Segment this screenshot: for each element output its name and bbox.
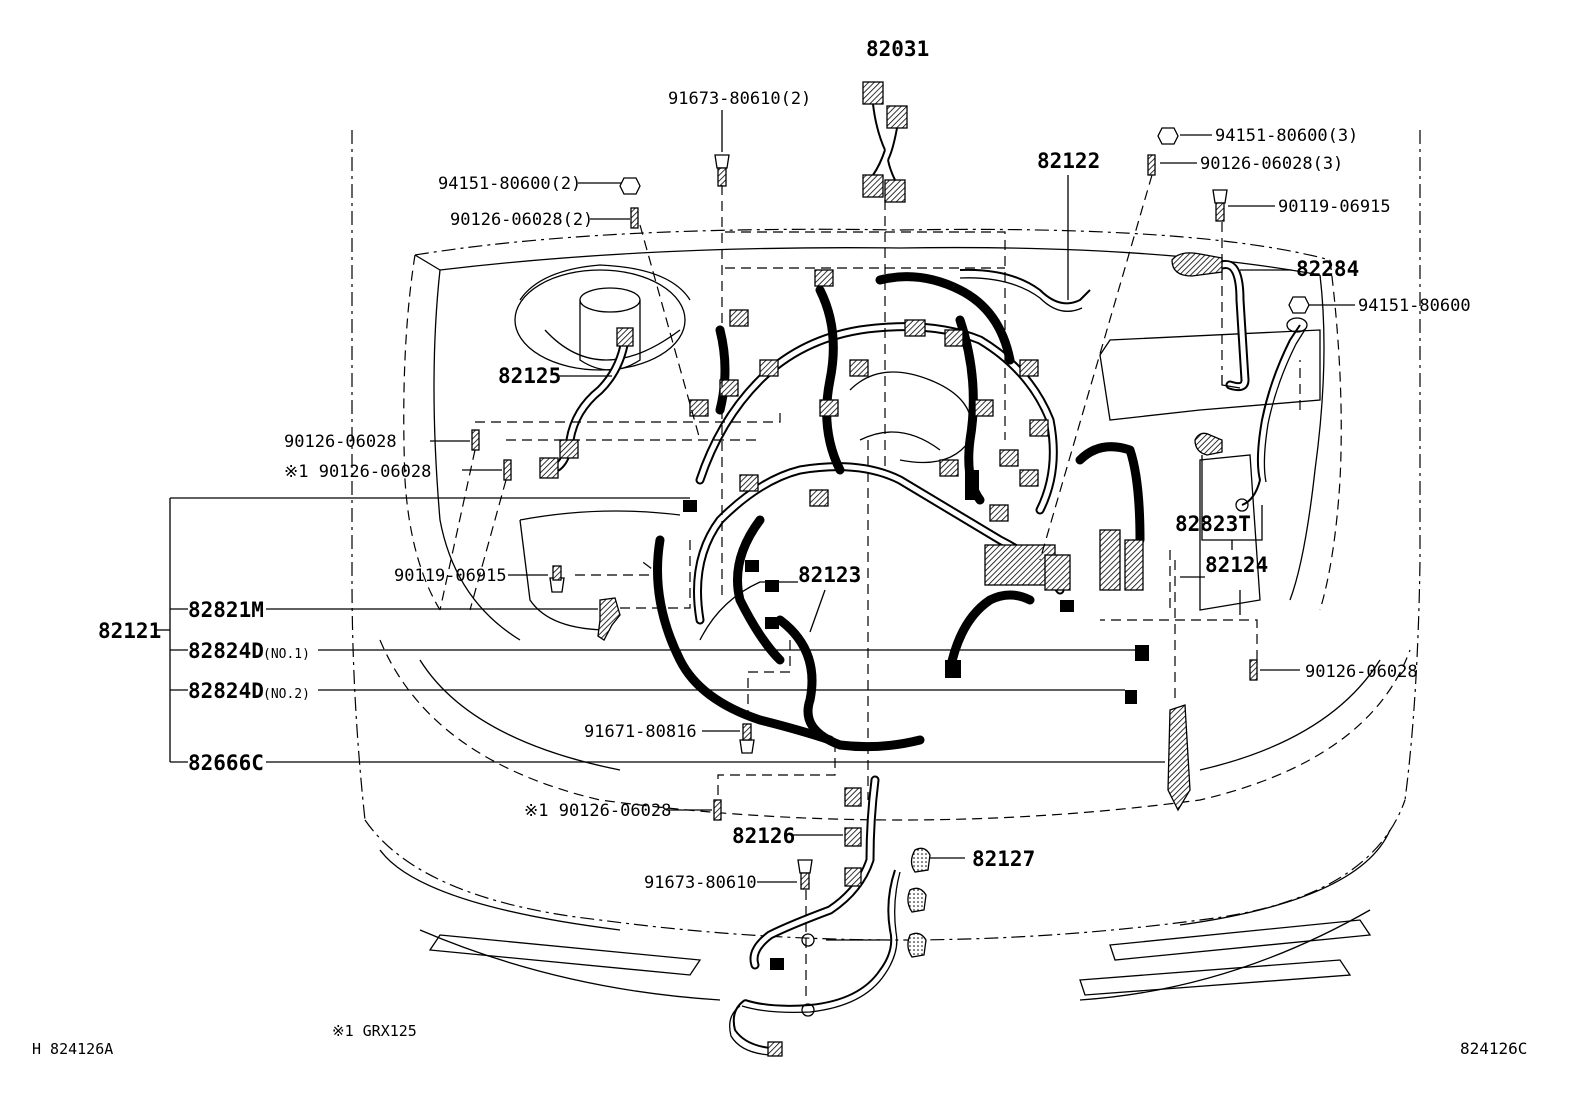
stud-icon bbox=[503, 459, 512, 481]
bolt-icon bbox=[1212, 189, 1228, 222]
bolt-icon bbox=[739, 723, 755, 754]
part-labels: 82031 91673-80610(2) 94151-80600(3) 9012… bbox=[98, 37, 1471, 893]
nut-icon bbox=[1288, 296, 1310, 314]
label-90126-06028-grx-lower: ※1 90126-06028 bbox=[524, 801, 671, 821]
label-91673-80610: 91673-80610 bbox=[644, 873, 757, 893]
stud-icon bbox=[713, 799, 722, 821]
reference-lines bbox=[439, 174, 1301, 1000]
label-82121: 82121 bbox=[98, 619, 161, 643]
stud-icon bbox=[1147, 154, 1156, 176]
label-82824D-no1: 82824D bbox=[188, 639, 264, 663]
label-82125: 82125 bbox=[498, 364, 561, 388]
label-91673-80610-2: 91673-80610(2) bbox=[668, 89, 811, 109]
label-90126-06028-3: 90126-06028(3) bbox=[1200, 154, 1343, 174]
label-90119-06915-right: 90119-06915 bbox=[1278, 197, 1391, 217]
model-note: ※1 GRX125 bbox=[332, 1022, 417, 1040]
nut-icon bbox=[1157, 127, 1179, 145]
label-90126-06028-2: 90126-06028(2) bbox=[450, 210, 593, 230]
label-94151-80600-2: 94151-80600(2) bbox=[438, 174, 581, 194]
harness-82126-82127 bbox=[729, 775, 931, 1057]
connector-82821M-icon bbox=[597, 597, 621, 641]
label-94151-80600: 94151-80600 bbox=[1358, 296, 1471, 316]
label-82821M: 82821M bbox=[188, 598, 264, 622]
label-82824D-no2: 82824D bbox=[188, 679, 264, 703]
label-82824D-no1-note: (NO.1) bbox=[263, 647, 310, 662]
label-90119-06915-left: 90119-06915 bbox=[394, 566, 507, 586]
bolt-icon bbox=[714, 154, 730, 187]
label-82031: 82031 bbox=[866, 37, 929, 61]
label-82126: 82126 bbox=[732, 824, 795, 848]
illustration-code-right: 824126C bbox=[1460, 1039, 1527, 1058]
stud-icon bbox=[630, 207, 639, 229]
label-91671-80816: 91671-80816 bbox=[584, 722, 697, 742]
nut-icon bbox=[619, 177, 641, 195]
cable-82284 bbox=[1171, 252, 1308, 512]
label-82122: 82122 bbox=[1037, 149, 1100, 173]
label-82284: 82284 bbox=[1296, 257, 1359, 281]
leader-lines bbox=[156, 110, 1355, 883]
bolt-icon bbox=[549, 565, 565, 593]
bolt-icon bbox=[797, 859, 813, 890]
label-82823T: 82823T bbox=[1175, 512, 1251, 536]
fastener-icons bbox=[471, 127, 1310, 890]
illustration-code-left: H 824126A bbox=[32, 1040, 113, 1058]
label-82124: 82124 bbox=[1205, 553, 1268, 577]
harness-82031 bbox=[862, 81, 908, 203]
label-94151-80600-3: 94151-80600(3) bbox=[1215, 126, 1358, 146]
stud-icon bbox=[1249, 659, 1258, 681]
harness-82125 bbox=[539, 327, 634, 479]
label-82123: 82123 bbox=[798, 563, 861, 587]
label-82666C: 82666C bbox=[188, 751, 264, 775]
engine-wire-harness bbox=[653, 268, 1191, 812]
footer: H 824126A ※1 GRX125 824126C bbox=[32, 1022, 1527, 1058]
label-82127: 82127 bbox=[972, 847, 1035, 871]
label-90126-06028-grx: ※1 90126-06028 bbox=[284, 462, 431, 482]
label-82824D-no2-note: (NO.2) bbox=[263, 687, 310, 702]
stud-icon bbox=[471, 429, 480, 451]
label-90126-06028-right: 90126-06028 bbox=[1305, 662, 1418, 682]
label-90126-06028-a: 90126-06028 bbox=[284, 432, 397, 452]
